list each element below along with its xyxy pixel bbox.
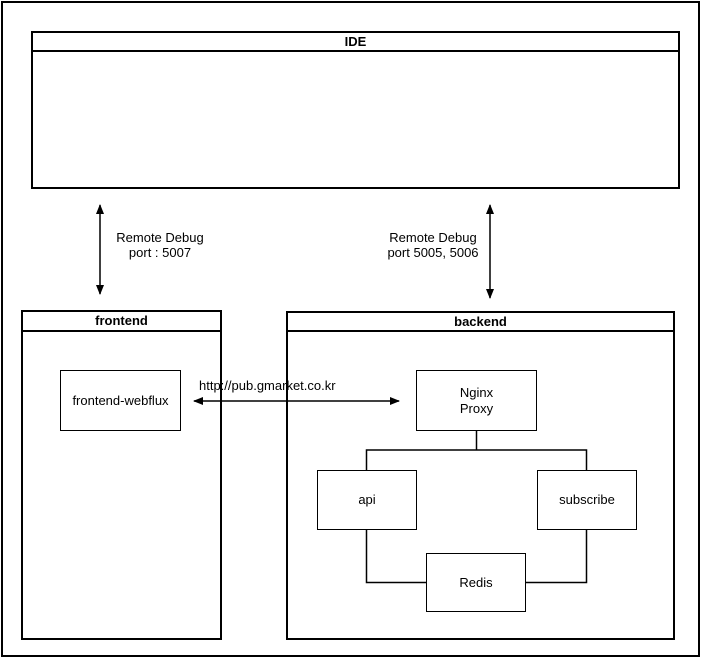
nginx-proxy-box: Nginx Proxy <box>416 370 537 431</box>
remote-debug-frontend-label-line1: Remote Debug <box>116 230 204 245</box>
subscribe-box: subscribe <box>537 470 637 530</box>
remote-debug-backend-label: Remote Debug port 5005, 5006 <box>373 230 493 260</box>
api-label: api <box>358 492 376 507</box>
nginx-proxy-label-line2: Proxy <box>459 400 494 416</box>
subscribe-label: subscribe <box>559 492 615 507</box>
redis-box: Redis <box>426 553 526 612</box>
nginx-proxy-label-line1: Nginx <box>459 384 494 400</box>
remote-debug-frontend-label: Remote Debug port : 5007 <box>110 230 210 260</box>
ide-box: IDE <box>31 31 680 189</box>
http-url-label: http://pub.gmarket.co.kr <box>199 378 336 393</box>
remote-debug-backend-label-line2: port 5005, 5006 <box>387 245 479 260</box>
frontend-title: frontend <box>95 313 148 328</box>
api-box: api <box>317 470 417 530</box>
frontend-title-bar: frontend <box>23 312 220 332</box>
backend-title-bar: backend <box>288 313 673 332</box>
remote-debug-backend-label-line1: Remote Debug <box>389 230 477 245</box>
backend-title: backend <box>454 314 507 329</box>
ide-title-bar: IDE <box>33 33 678 52</box>
frontend-webflux-label: frontend-webflux <box>72 392 169 408</box>
ide-title: IDE <box>344 34 367 49</box>
redis-label: Redis <box>459 574 493 590</box>
remote-debug-frontend-label-line2: port : 5007 <box>128 245 192 260</box>
http-url-label-text: http://pub.gmarket.co.kr <box>199 378 336 393</box>
frontend-box: frontend <box>21 310 222 640</box>
frontend-webflux-box: frontend-webflux <box>60 370 181 431</box>
